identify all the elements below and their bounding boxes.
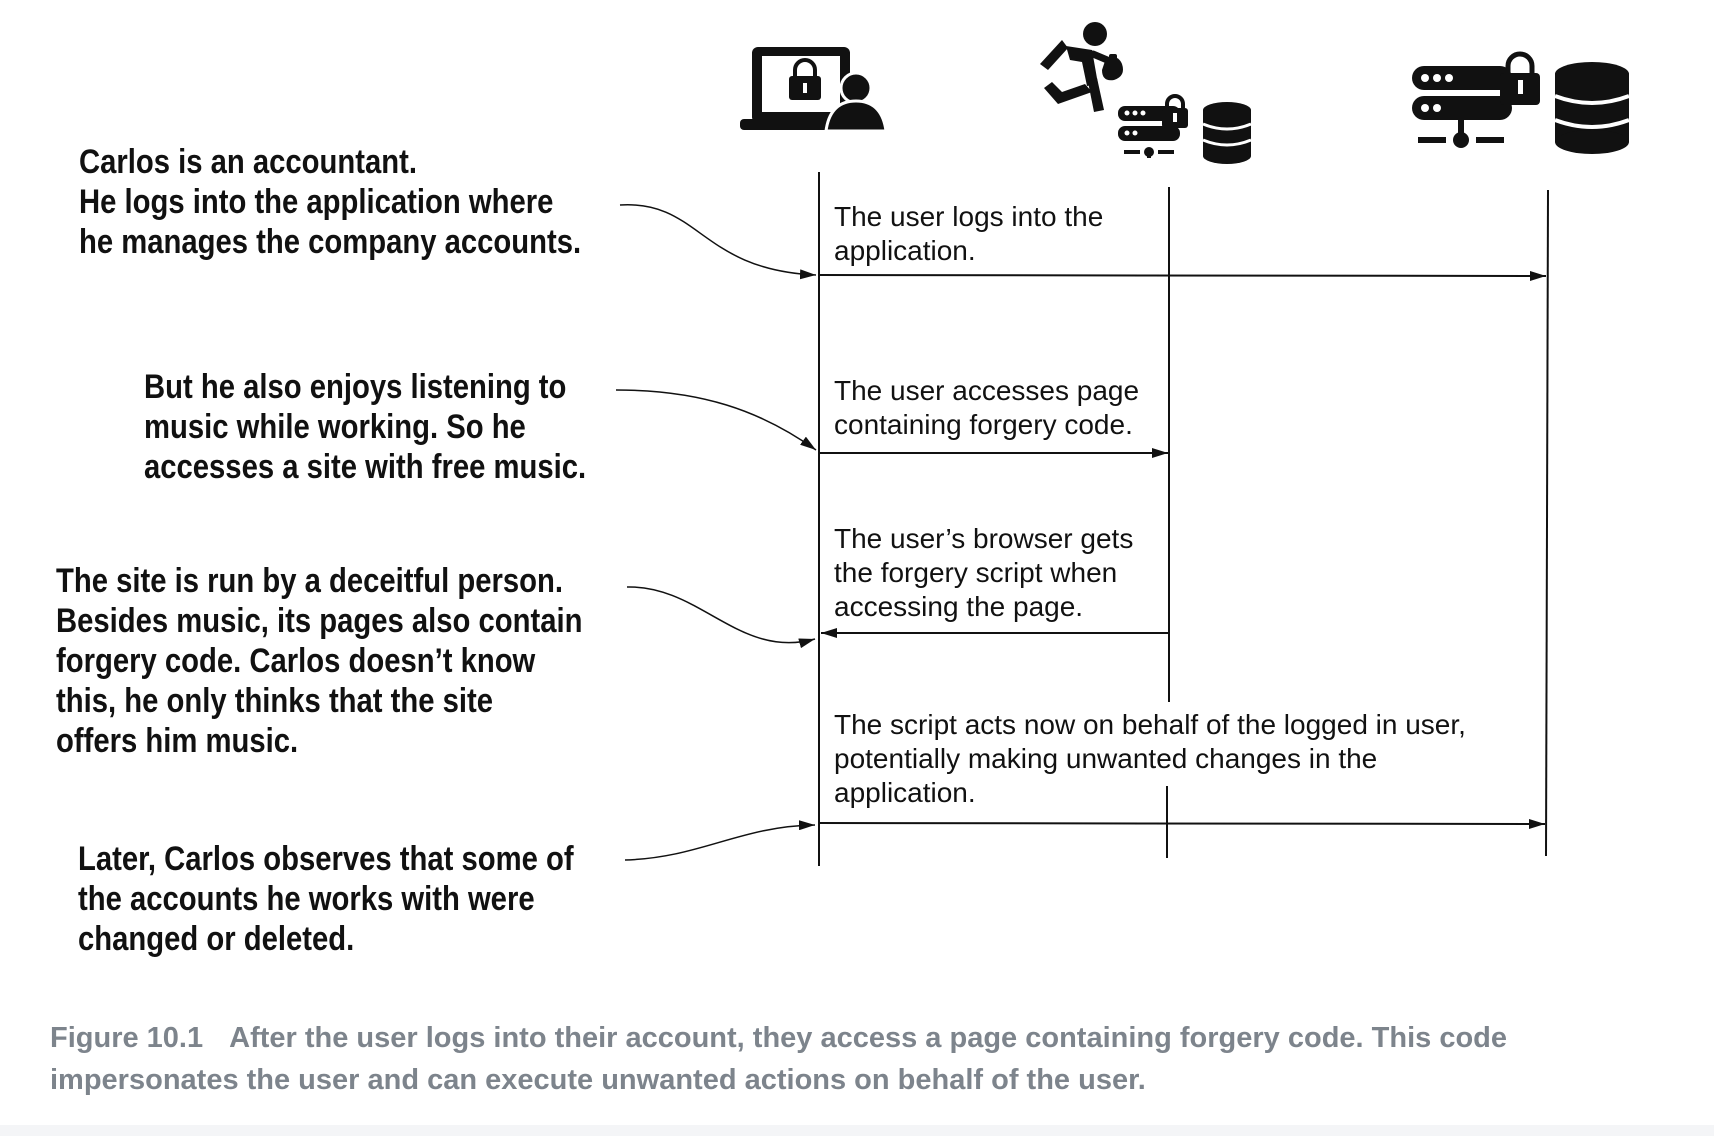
message-label-access-page: The user accesses page containing forger… (834, 375, 1140, 440)
bottom-divider (0, 1125, 1714, 1136)
arrow-login (819, 270, 1547, 281)
server-lock-database-icon (1412, 51, 1630, 154)
story-paragraph-3: The site is run by a deceitful person. B… (56, 562, 583, 760)
story-paragraph-4: Later, Carlos observes that some of the … (78, 840, 574, 958)
message-label-login: The user logs into the application. (834, 201, 1104, 266)
connector-4 (624, 820, 816, 861)
connector-2 (615, 389, 817, 451)
thief-server-database-icon (1040, 22, 1252, 164)
message-label-get-script: The user’s browser gets the forgery scri… (834, 523, 1134, 622)
figure-caption-text: After the user logs into their account, … (50, 1022, 1508, 1096)
arrow-script-acts (818, 818, 1546, 829)
laptop-lock-user-icon (740, 47, 888, 133)
message-label-script-acts: The script acts now on behalf of the log… (834, 709, 1466, 808)
figure-number: Figure 10.1 (50, 1022, 204, 1054)
story-paragraph-2: But he also enjoys listening to music wh… (144, 368, 587, 486)
lifeline-app (1545, 189, 1549, 857)
connector-3 (626, 586, 816, 649)
connector-1 (619, 204, 817, 280)
story-paragraph-1: Carlos is an accountant. He logs into th… (79, 143, 582, 261)
